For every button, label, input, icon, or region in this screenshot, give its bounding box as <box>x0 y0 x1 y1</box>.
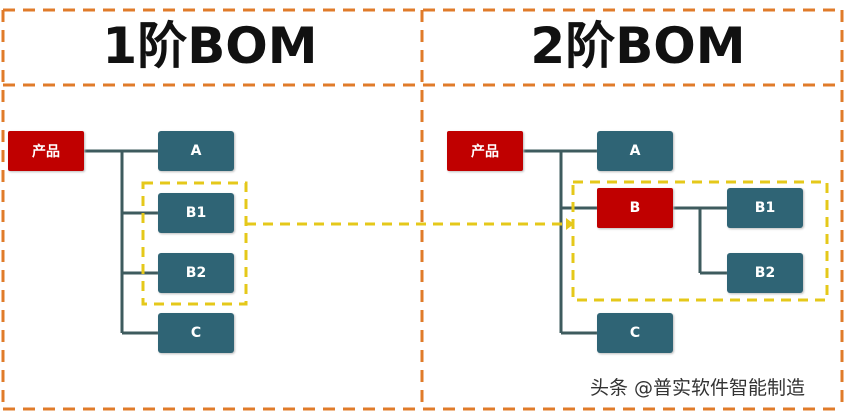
left-node-b2: B2 <box>158 253 234 293</box>
left-node-a: A <box>158 131 234 171</box>
watermark: 头条 @普实软件智能制造 <box>590 377 806 399</box>
left-node-b1: B1 <box>158 193 234 233</box>
arrow-head-icon <box>566 218 574 230</box>
left-root-node: 产品 <box>8 131 84 171</box>
right-root-node: 产品 <box>447 131 523 171</box>
title-2-level-bom: 2阶BOM <box>530 17 746 75</box>
frame-dashed <box>1 8 844 411</box>
right-node-c: C <box>597 313 673 353</box>
left-node-c: C <box>158 313 234 353</box>
right-node-b: B <box>597 188 673 228</box>
title-1-level-bom: 1阶BOM <box>102 17 318 75</box>
right-node-b2: B2 <box>727 253 803 293</box>
highlight-dashed <box>141 180 829 306</box>
right-node-a: A <box>597 131 673 171</box>
connector-lines <box>84 149 727 335</box>
right-node-b1: B1 <box>727 188 803 228</box>
